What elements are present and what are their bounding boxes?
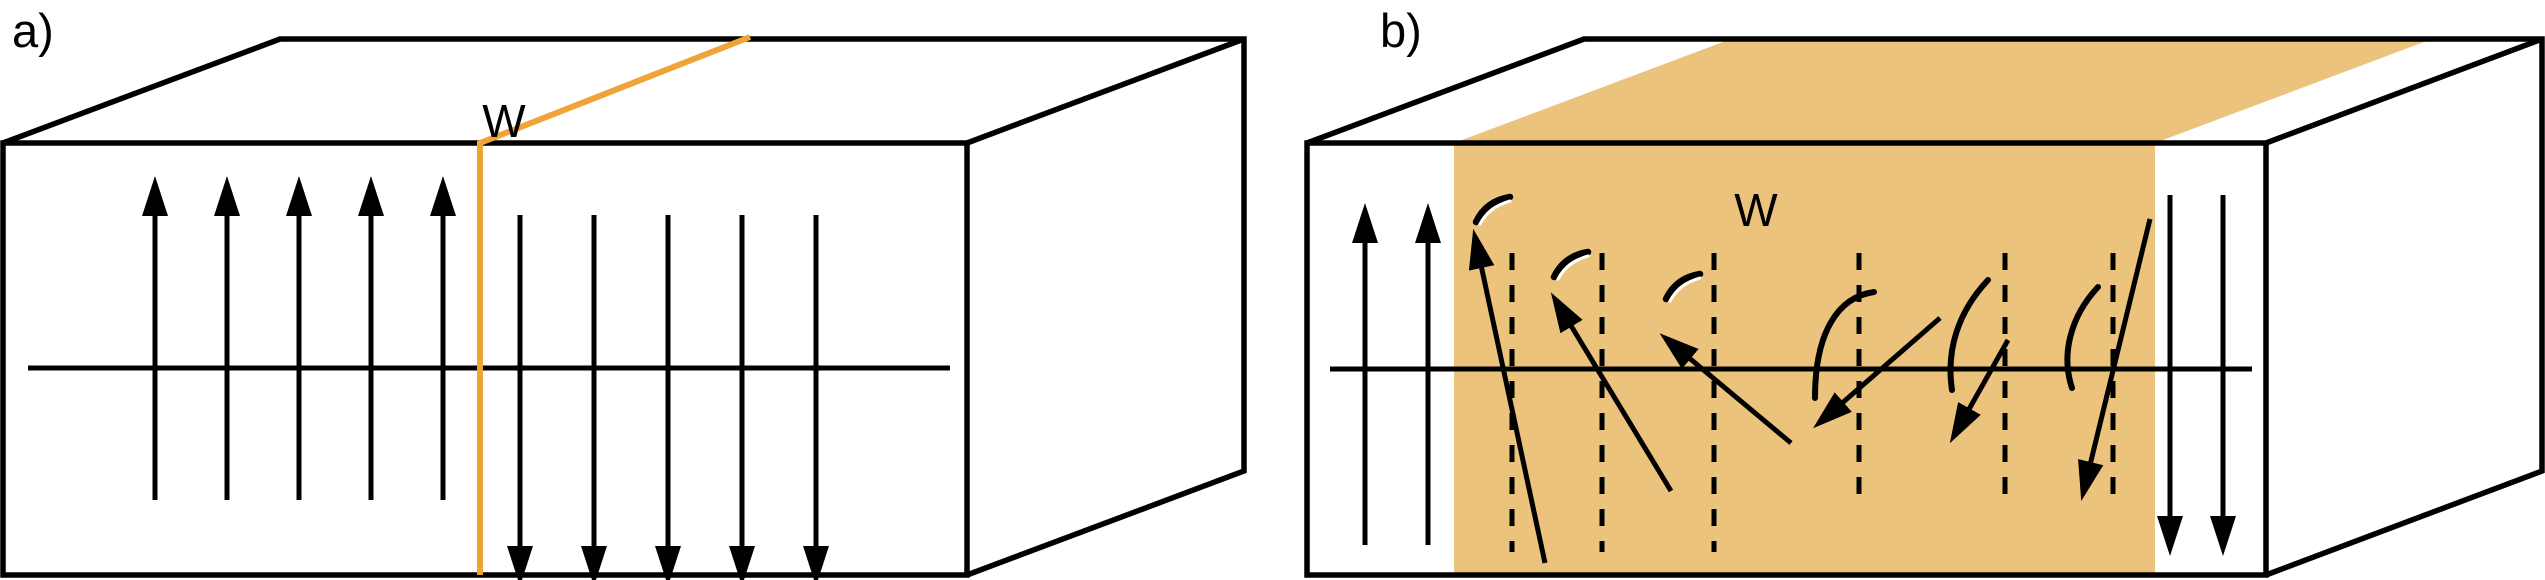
rotation-curve: [1812, 289, 1877, 401]
panel-b-label: b): [1380, 4, 1422, 57]
rotation-arc: [1550, 248, 1592, 281]
down-domain-arrows-b: [2156, 195, 2236, 556]
box-a: [0, 36, 1247, 578]
rotation-arc-highlight: [1668, 276, 1702, 303]
sharp-wall-line: [477, 34, 752, 575]
up-domain-arrows-b: [1352, 203, 1442, 545]
wall-width-label-b: W: [1734, 184, 1778, 236]
up-domain-arrows-a: [142, 176, 457, 500]
panel-b: b): [1304, 4, 2545, 578]
panel-a-label: a): [12, 4, 54, 57]
panel-a: a) W: [0, 4, 1247, 580]
spin-rotation-arcs: [1472, 193, 2101, 401]
rotation-curve: [2064, 284, 2101, 391]
spin-arrow-down-left-shallow: [1813, 316, 1942, 429]
wall-width-label-a: W: [482, 95, 526, 147]
spin-arrow-left-shallow: [1659, 333, 1793, 445]
rotation-arc-highlight: [1478, 199, 1512, 226]
spin-arrow-down-tilted: [2078, 218, 2153, 501]
rotating-spin-arrows: [1468, 218, 2153, 564]
wall-band-top: [1454, 39, 2432, 143]
spin-arrow-up-tilted: [1468, 228, 1548, 564]
rotation-arc: [1662, 270, 1704, 303]
rotation-arc: [1472, 193, 1514, 226]
box-b-top-right-edge: [2265, 36, 2543, 146]
spin-arrow-up-left: [1550, 292, 1674, 493]
spin-arrow-down-left: [1949, 338, 2011, 444]
wall-region-band: [1454, 39, 2432, 575]
rotation-curve: [1947, 277, 1991, 393]
wall-band-front: [1454, 143, 2155, 575]
box-a-top-right-edge: [966, 36, 1245, 146]
rotation-arc-highlight: [1556, 254, 1590, 281]
box-a-front-face: [0, 140, 970, 578]
box-a-back-edges: [2, 36, 1247, 578]
box-b: [1304, 36, 2545, 578]
down-domain-arrows-a: [506, 215, 829, 580]
box-b-front-face: [1304, 140, 2269, 578]
